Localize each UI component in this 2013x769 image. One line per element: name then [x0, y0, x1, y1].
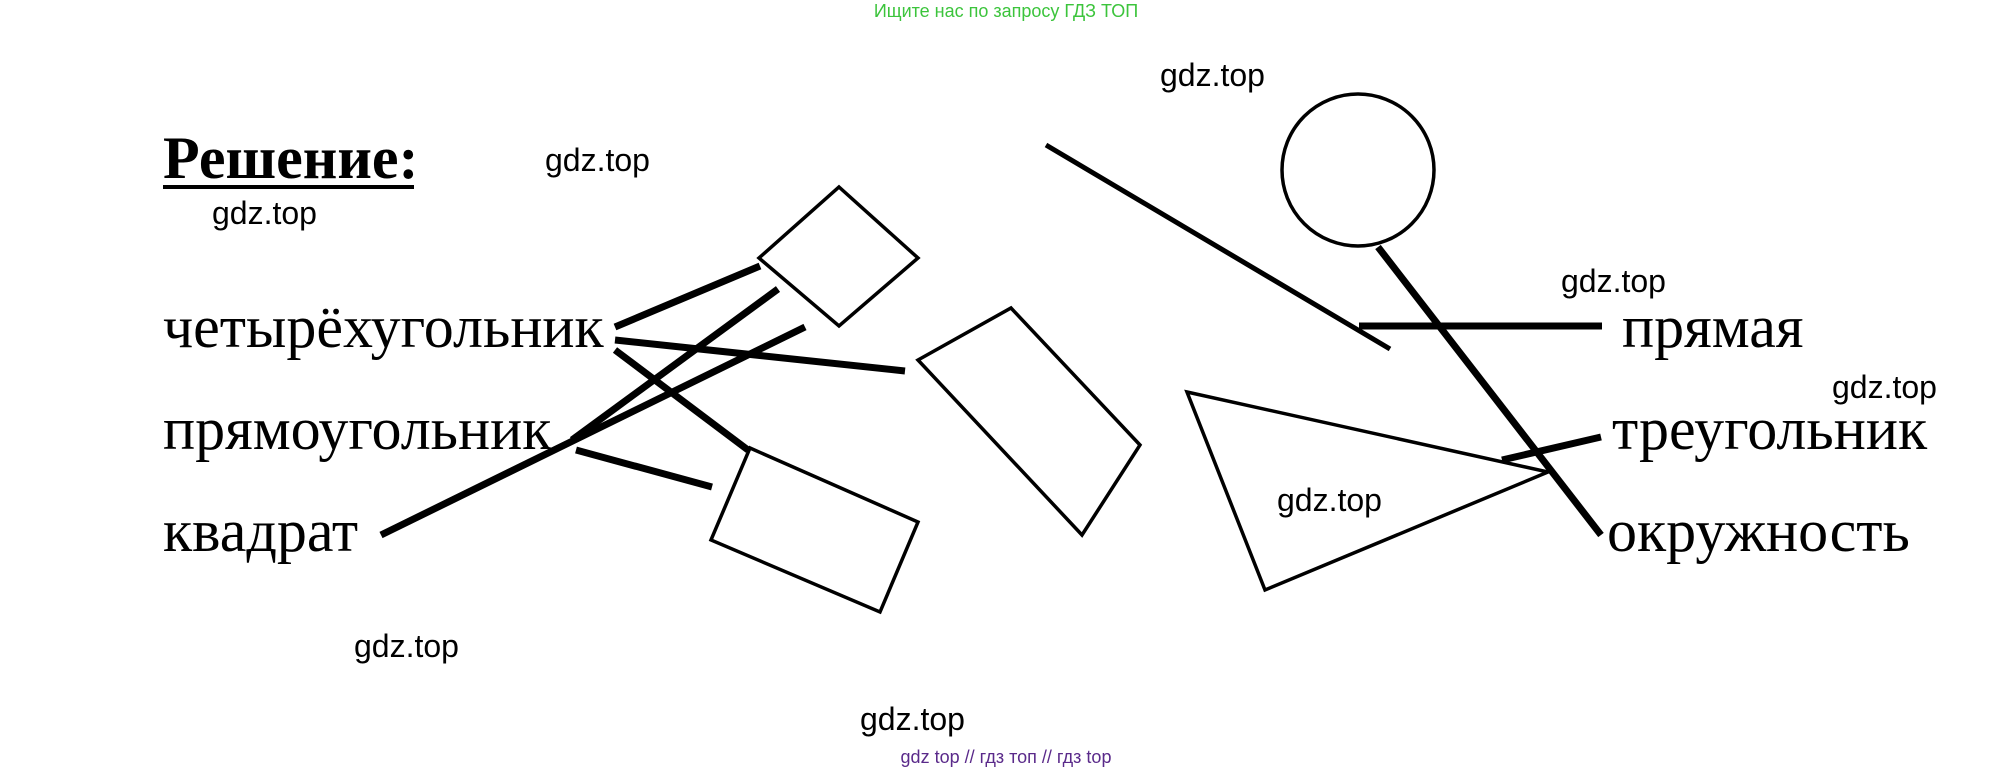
match-circle-circle — [1375, 244, 1604, 538]
triangle-shape — [1184, 389, 1554, 593]
watermark: gdz.top — [860, 701, 965, 737]
straight-line-shape — [1044, 142, 1392, 352]
square-shape — [756, 184, 921, 329]
label-square: квадрат — [163, 498, 358, 564]
circle-shape — [1280, 92, 1436, 248]
match-quadrilateral-square — [613, 262, 762, 331]
watermark: gdz.top — [1832, 369, 1937, 405]
match-rectangle-rectangle-lower — [575, 446, 713, 491]
match-triangle-triangle — [1501, 433, 1602, 464]
solution-title: Решение: — [163, 125, 419, 191]
label-line: прямая — [1622, 294, 1804, 360]
label-triangle: треугольник — [1612, 396, 1928, 462]
watermark: gdz.top — [1160, 57, 1265, 93]
rectangle-shape-lower — [708, 445, 921, 615]
match-quadrilateral-rectangle-lower — [612, 347, 751, 453]
label-quadrilateral: четырёхугольник — [163, 294, 605, 360]
label-circle: окружность — [1607, 498, 1910, 564]
rectangle-shape-right — [915, 305, 1143, 538]
match-square-square — [379, 323, 807, 539]
label-rectangle: прямоугольник — [163, 396, 552, 462]
header-note: Ищите нас по запросу ГДЗ ТОП — [874, 1, 1138, 21]
footer-note: gdz top // гдз топ // гдз top — [901, 747, 1112, 767]
watermark: gdz.top — [1561, 263, 1666, 299]
watermark: gdz.top — [354, 628, 459, 664]
watermark: gdz.top — [1277, 482, 1382, 518]
match-rectangle-square — [569, 286, 781, 443]
match-quadrilateral-rectangle-right — [614, 336, 906, 375]
watermark: gdz.top — [545, 142, 650, 178]
watermark: gdz.top — [212, 195, 317, 231]
